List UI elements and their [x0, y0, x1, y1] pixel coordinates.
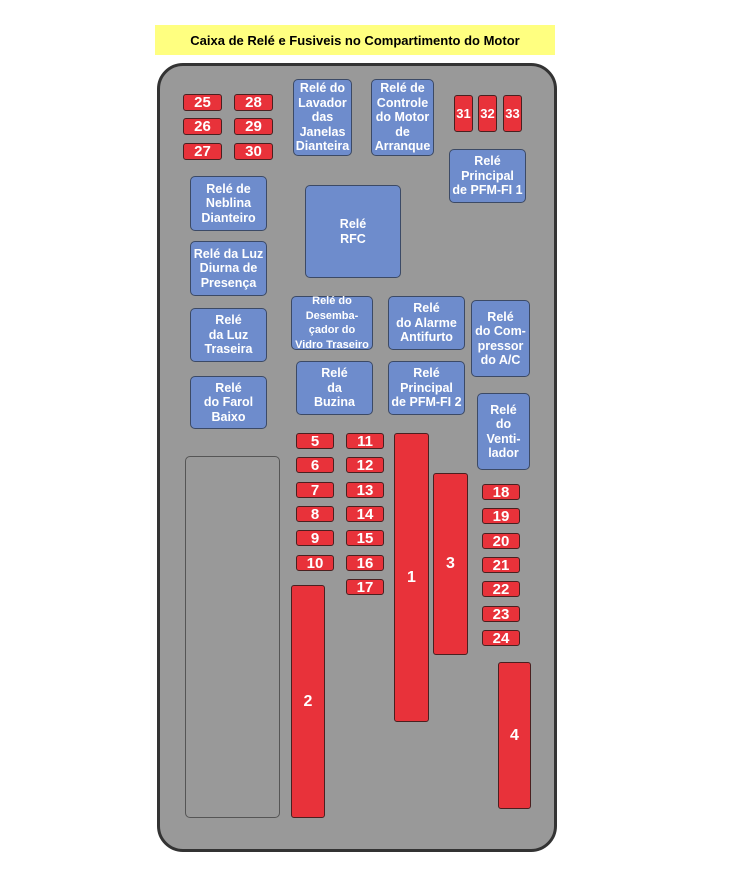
relay-farol: Relé do Farol Baixo [190, 376, 267, 429]
relay-rfc: Relé RFC [305, 185, 401, 278]
fuse-20: 20 [482, 533, 520, 550]
fuse-24: 24 [482, 630, 520, 647]
fuse-5: 5 [296, 433, 334, 450]
fuse-19: 19 [482, 508, 520, 525]
empty-slot [185, 456, 280, 818]
fuse-17: 17 [346, 579, 384, 596]
fuse-8: 8 [296, 506, 334, 523]
fuse-26: 26 [183, 118, 222, 135]
relay-pfm2: Relé Principal de PFM-FI 2 [388, 361, 465, 415]
relay-alarme: Relé do Alarme Antifurto [388, 296, 465, 350]
fuse-3: 3 [433, 473, 468, 655]
fuse-12: 12 [346, 457, 384, 474]
relay-controle: Relé de Controle do Motor de Arranque [371, 79, 434, 156]
fuse-30: 30 [234, 143, 273, 160]
relay-desemb: Relé do Desemba- çador do Vidro Traseiro [291, 295, 373, 351]
fuse-14: 14 [346, 506, 384, 523]
fuse-7: 7 [296, 482, 334, 499]
relay-pfm1: Relé Principal de PFM-FI 1 [449, 149, 526, 203]
fuse-4: 4 [498, 662, 531, 809]
fuse-29: 29 [234, 118, 273, 135]
fuse-32: 32 [478, 95, 497, 132]
fuse-23: 23 [482, 606, 520, 623]
fuse-13: 13 [346, 482, 384, 499]
relay-compressor: Relé do Com- pressor do A/C [471, 300, 530, 377]
fuse-28: 28 [234, 94, 273, 111]
fuse-10: 10 [296, 555, 334, 572]
relay-lavador: Relé do Lavador das Janelas Dianteira [293, 79, 352, 156]
fuse-31: 31 [454, 95, 473, 132]
fuse-6: 6 [296, 457, 334, 474]
fuse-2: 2 [291, 585, 325, 818]
diagram-title: Caixa de Relé e Fusiveis no Compartiment… [155, 25, 555, 55]
relay-traseira: Relé da Luz Traseira [190, 308, 267, 362]
relay-neblina: Relé de Neblina Dianteiro [190, 176, 267, 231]
relay-diurna: Relé da Luz Diurna de Presença [190, 241, 267, 296]
relay-buzina: Relé da Buzina [296, 361, 373, 415]
fuse-27: 27 [183, 143, 222, 160]
fuse-22: 22 [482, 581, 520, 598]
fuse-18: 18 [482, 484, 520, 501]
fuse-33: 33 [503, 95, 522, 132]
fuse-16: 16 [346, 555, 384, 572]
fuse-15: 15 [346, 530, 384, 547]
fuse-25: 25 [183, 94, 222, 111]
fuse-1: 1 [394, 433, 429, 722]
fuse-9: 9 [296, 530, 334, 547]
relay-ventilador: Relé do Venti- lador [477, 393, 530, 470]
fuse-21: 21 [482, 557, 520, 574]
fuse-11: 11 [346, 433, 384, 450]
